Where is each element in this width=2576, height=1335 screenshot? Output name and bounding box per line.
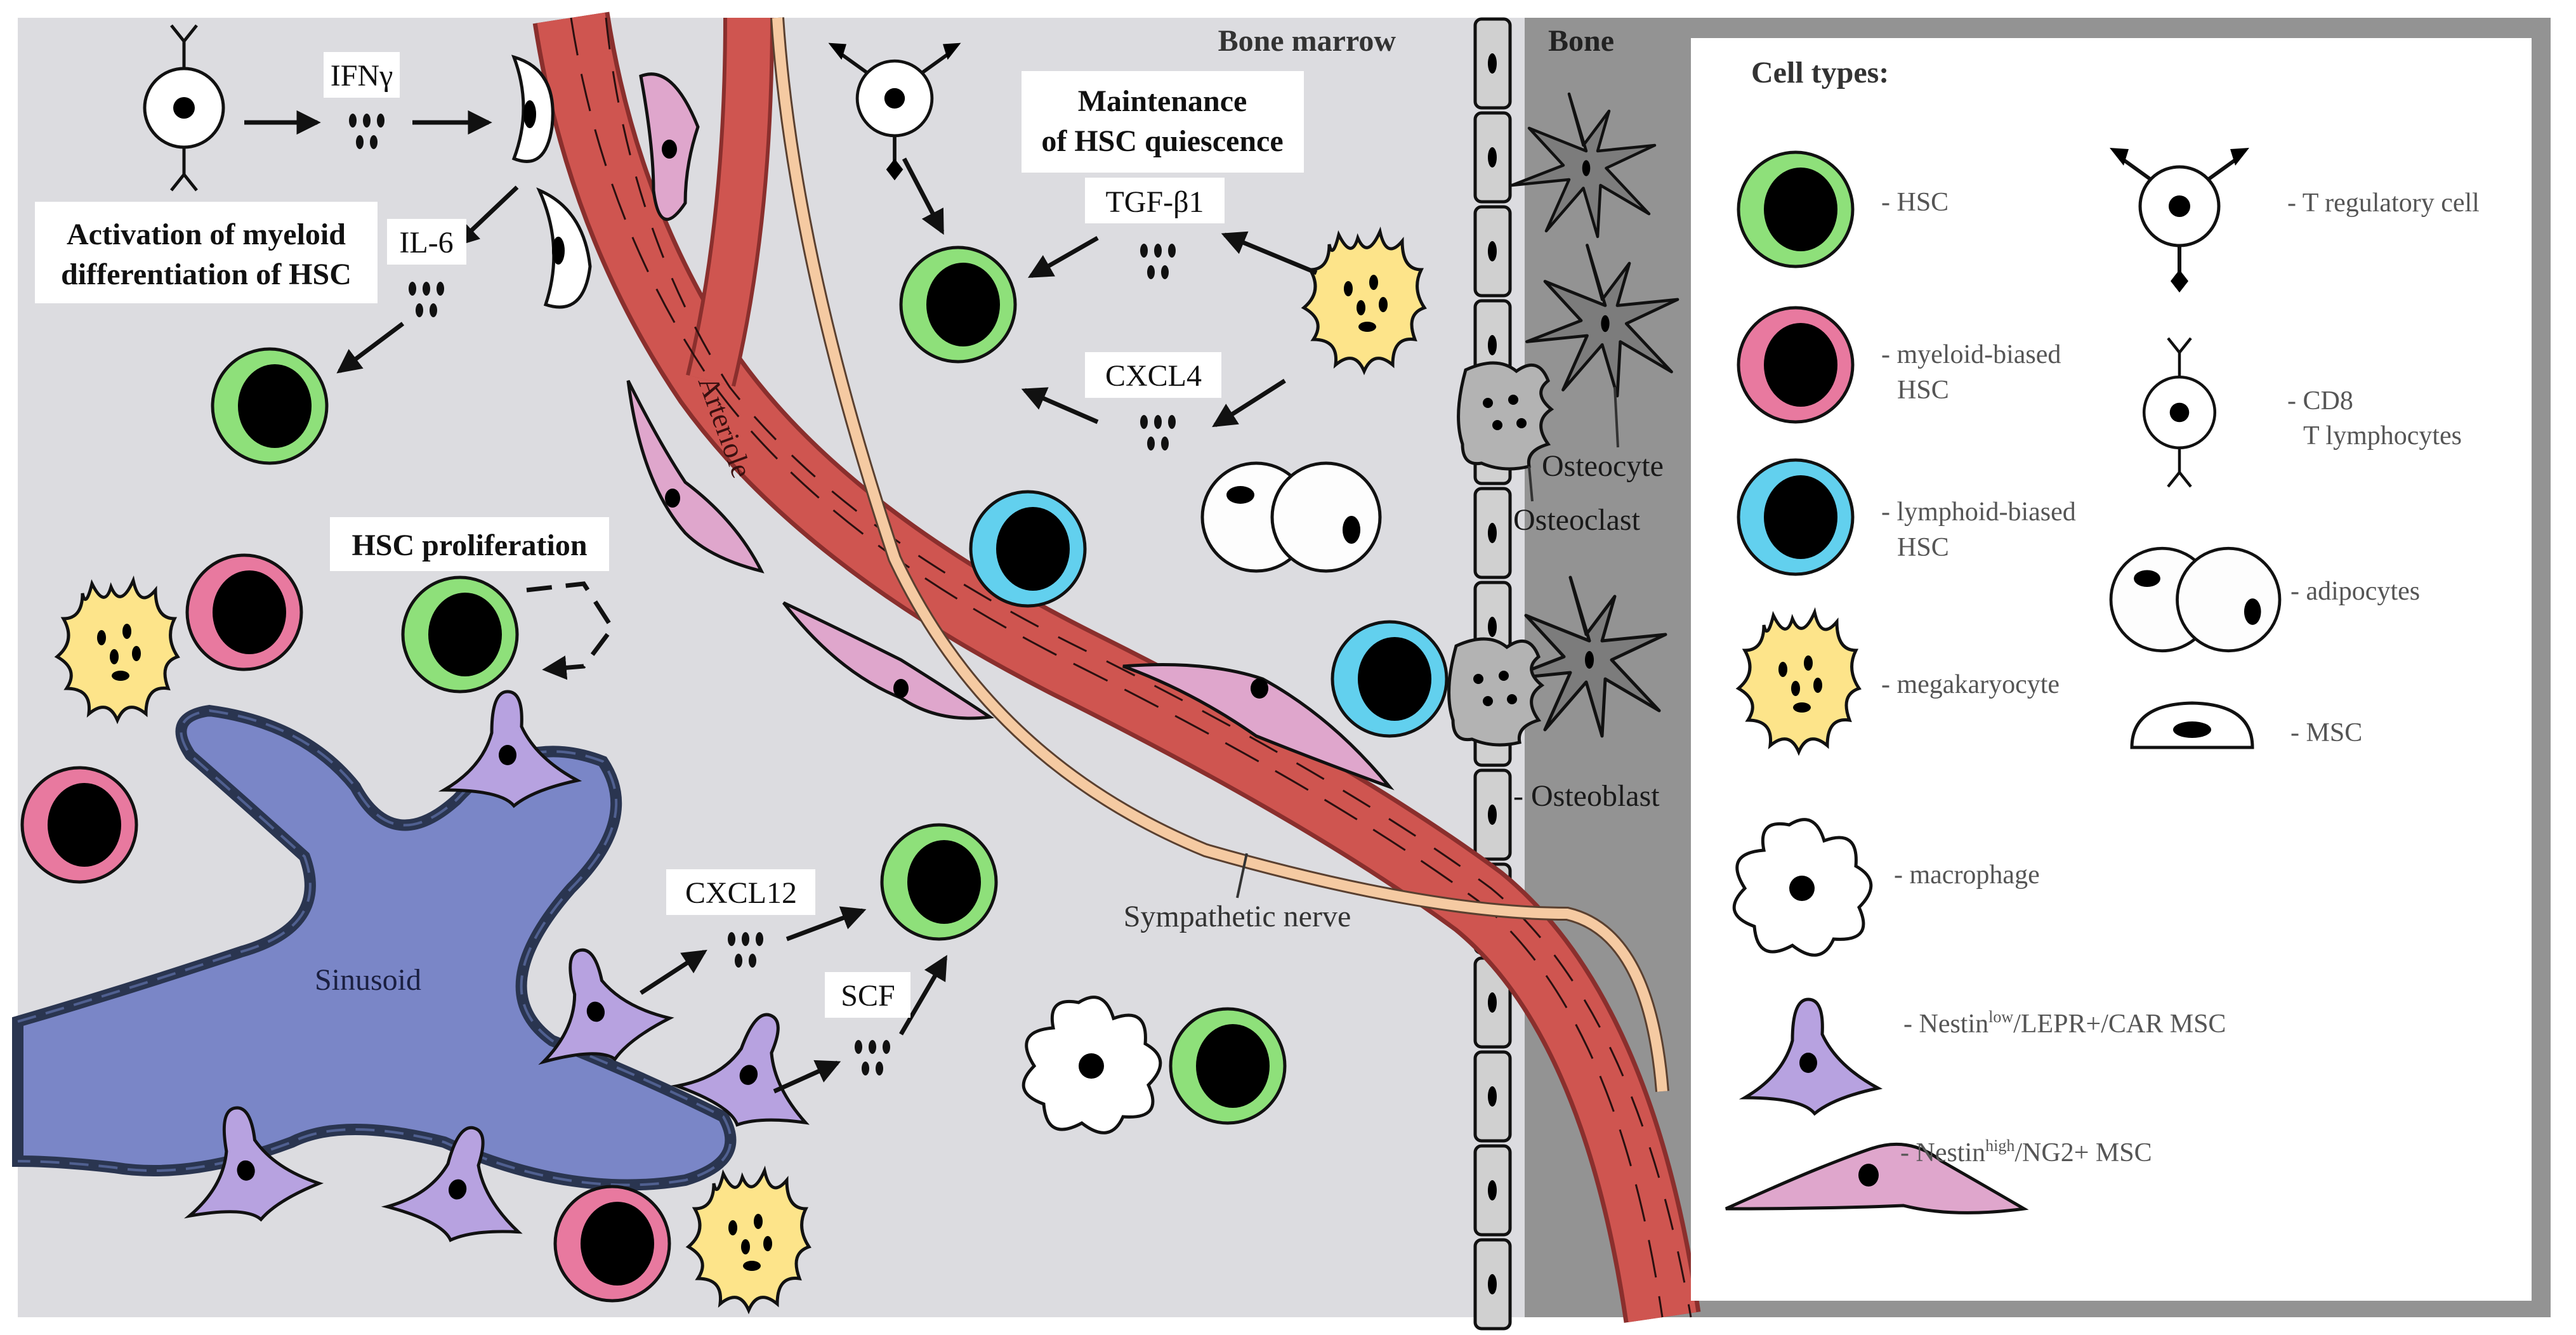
legend-lymphoid-icon [1738,460,1853,574]
process-myeloid-line1: Activation of myeloid [67,218,346,251]
legend-msc-icon [2130,701,2254,749]
proliferation-loop [526,581,615,680]
label-tgfb1: TGF-β1 [1105,185,1204,219]
label-scf: SCF [841,979,895,1013]
legend-myeloid-1: - myeloid-biased [1881,340,2061,369]
legend-nestin-high: - Nestinhigh/NG2+ MSC [1900,1136,2152,1167]
legend-cd8-1: - CD8 [2287,386,2353,416]
legend-nestin-low: - Nestinlow/LEPR+/CAR MSC [1903,1008,2226,1039]
label-osteoblast: - Osteoblast [1513,779,1660,813]
hsc-cell [1171,1009,1285,1123]
msc-cell [511,55,555,163]
label-ifng: IFNγ [331,59,393,93]
label-sympathetic-nerve: Sympathetic nerve [1124,900,1351,933]
legend-lymphoid-2: HSC [1897,533,1949,562]
hsc-cell [882,825,996,939]
lining-cell-nucleus [1488,805,1497,825]
lining-cell-nucleus [1488,335,1497,355]
hsc-cell [403,577,517,692]
nestin-high-msc [626,72,1395,791]
hsc-cell [901,247,1015,362]
legend-adipocytes: - adipocytes [2290,577,2420,606]
myeloid-biased-hsc [555,1187,669,1301]
label-il6: IL-6 [399,226,453,260]
region-bone: Bone [1548,24,1614,58]
lining-cell-nucleus [1488,147,1497,168]
process-myeloid-line2: differentiation of HSC [61,258,352,291]
adipocyte-cell [1202,463,1380,571]
arteriole-vessel [532,11,1701,1323]
lining-cell-nucleus [1488,992,1497,1013]
legend-adipocyte-icon [2111,548,2280,651]
legend-title: Cell types: [1751,56,1889,89]
legend-myeloid-icon [1738,308,1853,422]
process-quiescence-line2: of HSC quiescence [1041,124,1283,158]
lining-cell-nucleus [1488,53,1497,74]
msc-cell [536,187,592,309]
label-osteoclast: Osteoclast [1513,503,1641,537]
legend-myeloid-2: HSC [1897,376,1949,405]
label-boxes [35,52,1304,1018]
label-cxcl4: CXCL4 [1105,359,1202,393]
label-cxcl12: CXCL12 [685,876,797,910]
hsc-cell [213,349,327,463]
lining-cell-nucleus [1488,1274,1497,1294]
lining-cell-nucleus [1488,523,1497,543]
legend-hsc-icon [1738,152,1853,266]
region-bone-marrow: Bone marrow [1218,24,1396,58]
signaling-arrows [244,110,1318,1094]
sinusoid-endothelium [17,709,732,1187]
label-osteocyte: Osteocyte [1542,449,1664,483]
legend-macrophage: - macrophage [1894,860,2040,890]
myeloid-biased-hsc [187,555,301,669]
lymphoid-biased-hsc [1332,622,1447,736]
lining-cell-nucleus [1488,1086,1497,1107]
legend-hsc: - HSC [1881,188,1948,217]
lining-cell-nucleus [1488,617,1497,637]
lining-cell-nucleus [1488,1180,1497,1200]
legend-lymphoid-1: - lymphoid-biased [1881,497,2076,527]
process-quiescence-line1: Maintenance [1078,84,1247,118]
lining-cell-nucleus [1488,241,1497,261]
legend-msc: - MSC [2290,718,2362,747]
legend-megakaryocyte: - megakaryocyte [1881,670,2060,699]
myeloid-biased-hsc [22,768,136,882]
process-proliferation: HSC proliferation [352,529,587,562]
legend-cd8-2: T lymphocytes [2303,421,2462,450]
lymphoid-biased-hsc [971,492,1085,606]
legend-nestin-high-icon [1725,1142,2029,1214]
legend-treg: - T regulatory cell [2287,188,2480,218]
label-sinusoid: Sinusoid [315,963,421,997]
